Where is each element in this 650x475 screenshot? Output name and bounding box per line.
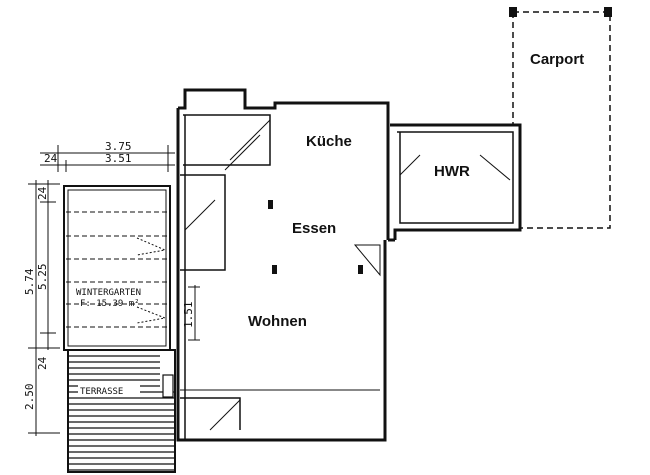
room-kueche: Küche	[306, 133, 352, 150]
room-hwr: HWR	[434, 163, 470, 180]
dim-wall-left: 24	[44, 152, 58, 165]
dim-wall-bottom: 24	[36, 356, 49, 370]
dim-door-width: 1.51	[182, 302, 195, 329]
dim-height-inner: 5.25	[36, 264, 49, 291]
dim-width-outer: 3.75	[105, 140, 132, 153]
wintergarten	[63, 185, 171, 351]
dim-height-outer: 5.74	[23, 268, 36, 295]
house-walls	[176, 7, 612, 442]
dim-terrace-depth: 2.50	[23, 384, 36, 411]
dimension-lines	[28, 145, 200, 436]
room-essen: Essen	[292, 220, 337, 237]
room-carport: Carport	[530, 51, 585, 68]
dim-width-inner: 3.51	[105, 152, 132, 165]
terrasse-label: TERRASSE	[80, 387, 123, 397]
ceiling-markers	[268, 200, 363, 274]
wintergarten-area: F: 15.39 m²	[80, 299, 140, 309]
wintergarten-label: WINTERGARTEN	[76, 288, 141, 298]
dim-wall-top: 24	[36, 186, 49, 200]
terrasse-decking	[67, 349, 176, 473]
room-wohnen: Wohnen	[248, 313, 307, 330]
